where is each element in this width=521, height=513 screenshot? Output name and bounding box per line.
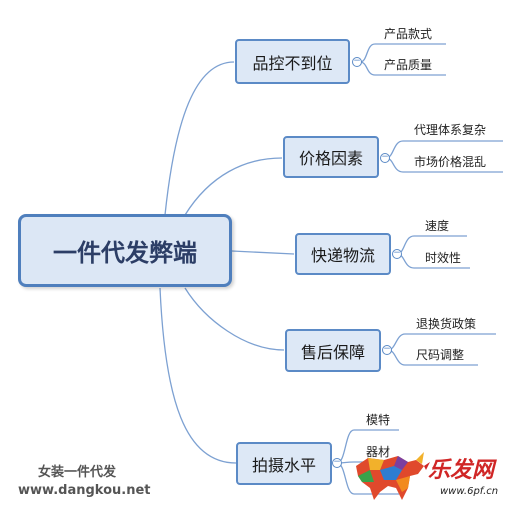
connector-central-topic-3 bbox=[231, 250, 295, 255]
collapse-toggle-2[interactable]: − bbox=[380, 152, 390, 163]
connector-central-topic-2 bbox=[184, 157, 283, 216]
topic-price-factors[interactable]: 价格因素 bbox=[283, 136, 379, 178]
topic-after-sales[interactable]: 售后保障 bbox=[285, 329, 381, 372]
leaf-product-style[interactable]: 产品款式 bbox=[384, 27, 433, 41]
collapse-toggle-3[interactable]: − bbox=[392, 248, 402, 259]
leaf-speed[interactable]: 速度 bbox=[425, 219, 450, 233]
leaf-timeliness[interactable]: 时效性 bbox=[425, 251, 462, 265]
watermark-brand-url: www.6pf.cn bbox=[440, 486, 499, 497]
leaf-return-policy[interactable]: 退换货政策 bbox=[416, 317, 477, 331]
collapse-toggle-1[interactable]: − bbox=[352, 56, 362, 67]
connector-topic-1-leaf-1 bbox=[359, 43, 446, 63]
topic-express-logistics[interactable]: 快递物流 bbox=[295, 233, 391, 275]
watermark-left-title: 女装一件代发 bbox=[38, 465, 117, 480]
leaf-product-quality[interactable]: 产品质量 bbox=[384, 58, 433, 72]
topic-quality-control[interactable]: 品控不到位 bbox=[235, 39, 350, 84]
leaf-equipment[interactable]: 器材 bbox=[366, 445, 391, 459]
connector-topic-1-leaf-2 bbox=[359, 61, 446, 76]
leaf-size-adjustment[interactable]: 尺码调整 bbox=[416, 348, 465, 362]
connector-central-topic-5 bbox=[159, 287, 237, 464]
leaf-market-price[interactable]: 市场价格混乱 bbox=[414, 155, 487, 169]
collapse-toggle-4[interactable]: − bbox=[382, 344, 392, 355]
connector-central-topic-1 bbox=[164, 61, 235, 216]
leaf-agency-system[interactable]: 代理体系复杂 bbox=[414, 123, 487, 137]
central-topic[interactable]: 一件代发弊端 bbox=[18, 214, 232, 287]
watermark-brand-name: 乐发网 bbox=[428, 457, 495, 483]
watermark-left-url: www.dangkou.net bbox=[18, 483, 151, 498]
connector-central-topic-4 bbox=[184, 287, 285, 351]
collapse-toggle-5[interactable]: − bbox=[332, 457, 342, 468]
topic-photography[interactable]: 拍摄水平 bbox=[236, 442, 332, 485]
leaf-model[interactable]: 模特 bbox=[366, 413, 391, 427]
watermark-bull-logo-icon bbox=[356, 452, 430, 500]
